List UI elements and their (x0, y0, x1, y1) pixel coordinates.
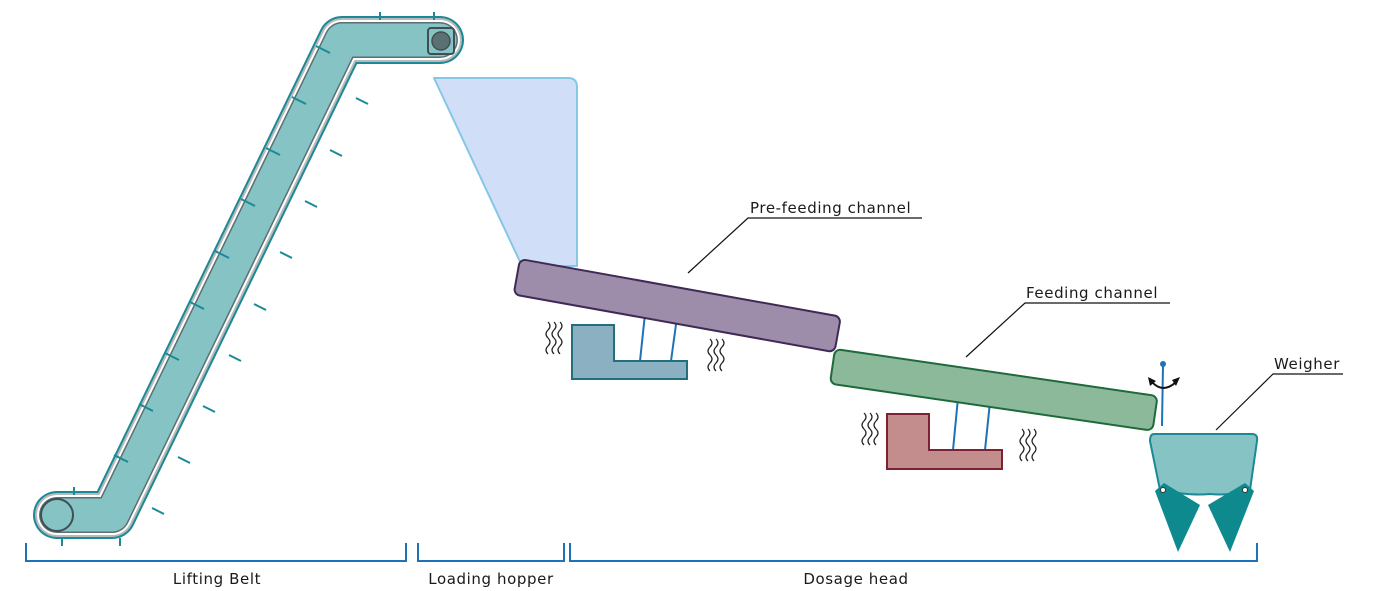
loading-hopper-section-label: Loading hopper (428, 570, 554, 588)
feeding-callout-line (965, 302, 1170, 358)
feeding-channel (829, 348, 1158, 431)
feeding-drive-base (886, 413, 1003, 470)
weigher-callout-line (1215, 373, 1343, 431)
drive-pulley-icon (427, 27, 455, 55)
lifting-belt (33, 12, 464, 546)
pre-feeding-channel (513, 258, 841, 353)
pre-feeding-channel-label: Pre-feeding channel (750, 199, 911, 217)
loading-hopper (433, 77, 578, 267)
lower-pulley-icon (40, 498, 74, 532)
weigher-bucket (1148, 433, 1259, 496)
dosage-head-bracket (569, 543, 1258, 562)
weigher-label: Weigher (1274, 355, 1340, 373)
pre-feeding-unit (513, 258, 841, 380)
lifting-belt-band (37, 20, 460, 535)
belt-cleats-lower (61, 97, 369, 546)
vibration-icon (861, 412, 879, 446)
vibration-icon (707, 338, 725, 372)
pre-feeding-callout-line (687, 217, 922, 274)
flap-rotation-icon (1148, 361, 1180, 427)
vibration-icon (1019, 428, 1037, 462)
loading-hopper-bracket (417, 543, 565, 562)
feeding-channel-label: Feeding channel (1026, 284, 1158, 302)
lifting-belt-body (40, 23, 457, 532)
feeding-unit (829, 348, 1158, 470)
lifting-belt-bracket (25, 543, 407, 562)
belt-cleats-upper (73, 12, 435, 495)
weigher (1148, 433, 1259, 552)
vibration-icon (545, 321, 563, 355)
weigher-gate-right (1208, 483, 1254, 552)
lifting-belt-section-label: Lifting Belt (173, 570, 261, 588)
dosage-head-section-label: Dosage head (803, 570, 908, 588)
weigher-gate-left (1155, 483, 1200, 552)
pre-feeding-drive-base (571, 324, 688, 380)
